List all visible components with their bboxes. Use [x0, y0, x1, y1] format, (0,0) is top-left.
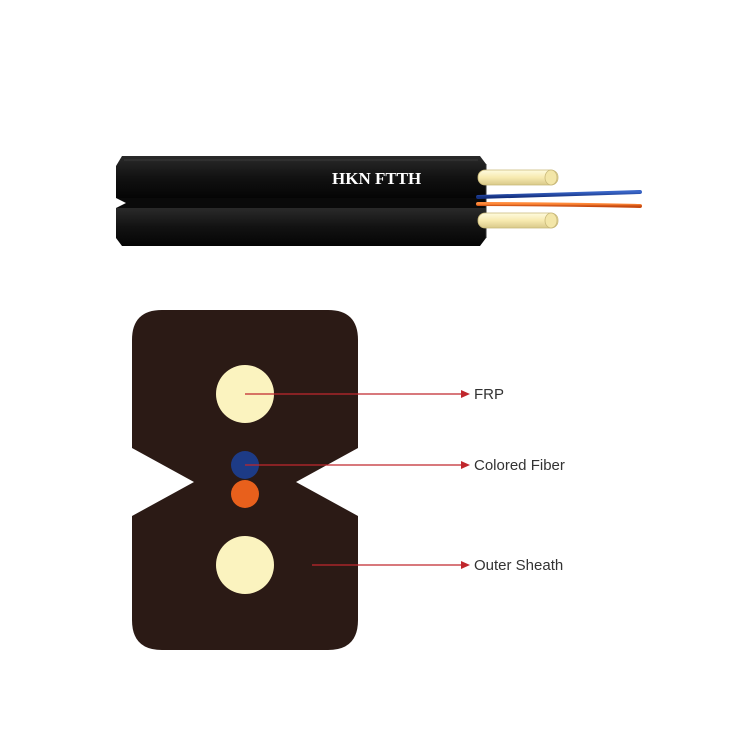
frp-rod-lower-end — [544, 212, 558, 229]
fiber-blue-strand — [476, 190, 642, 199]
cable-jacket-upper — [116, 156, 486, 198]
callout-label-frp: FRP — [474, 386, 504, 403]
callout-label-outer-sheath: Outer Sheath — [474, 557, 563, 574]
arrowhead-outer-sheath — [461, 561, 470, 569]
arrowhead-frp — [461, 390, 470, 398]
arrowhead-colored-fiber — [461, 461, 470, 469]
cable-cross-section — [132, 310, 358, 650]
frp-rod-upper — [477, 169, 559, 186]
callout-outer-sheath: Outer Sheath — [312, 557, 563, 574]
callout-frp: FRP — [245, 386, 504, 403]
callout-colored-fiber: Colored Fiber — [245, 457, 565, 474]
colored-fiber-orange — [231, 480, 259, 508]
callout-label-colored-fiber: Colored Fiber — [474, 457, 565, 474]
cable-side-view: HKN FTTH — [112, 156, 642, 246]
cable-groove — [116, 198, 486, 208]
frp-rod-upper-end — [544, 169, 558, 186]
cable-groove-notch — [112, 196, 126, 210]
frp-core-lower — [216, 536, 274, 594]
cable-jacket-lower — [116, 208, 486, 246]
fiber-orange-strand — [476, 202, 642, 208]
cable-brand-text: HKN FTTH — [332, 169, 421, 188]
frp-rod-lower — [477, 212, 559, 229]
